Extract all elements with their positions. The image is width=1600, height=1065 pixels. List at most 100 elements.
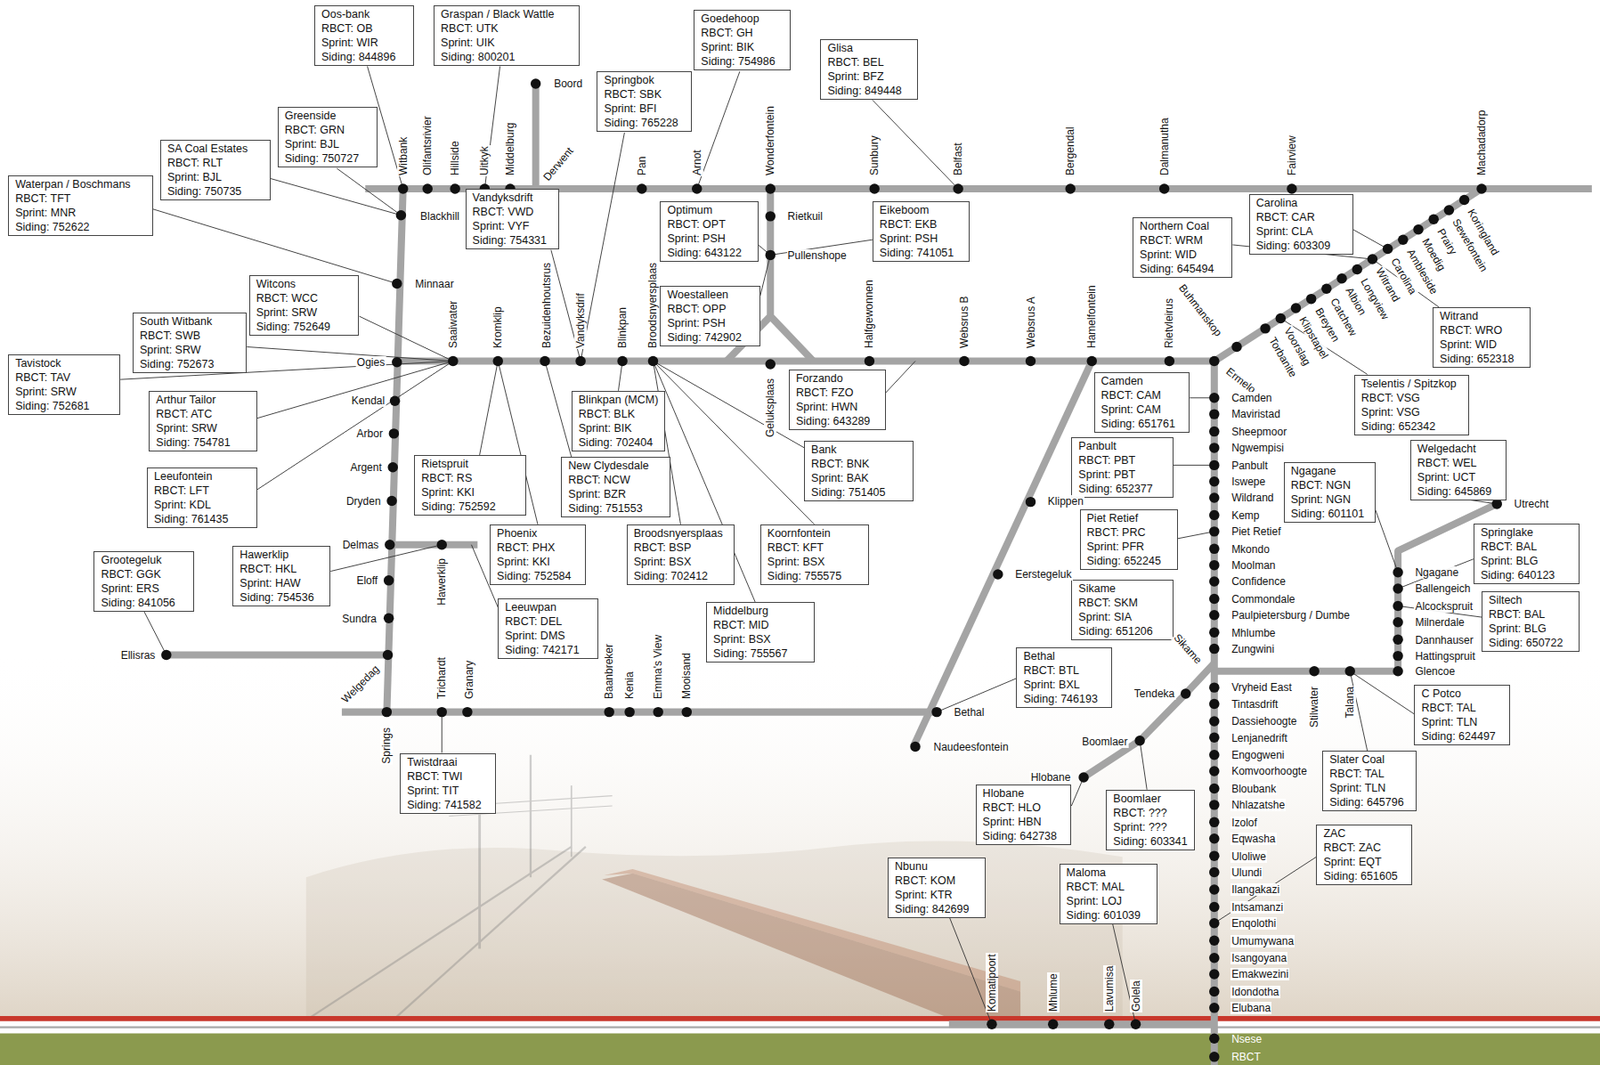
siding-code: RBCT: LFT bbox=[154, 483, 251, 498]
siding-code: Siding: 754536 bbox=[239, 590, 324, 605]
siding-code: Siding: 752584 bbox=[496, 568, 579, 584]
siding-name: SA Coal Estates bbox=[167, 141, 264, 156]
siding-code: RBCT: RLT bbox=[167, 155, 264, 171]
station-label: Pan bbox=[635, 155, 649, 177]
station-label: Stilwater bbox=[1307, 685, 1321, 729]
station-label: Eloff bbox=[355, 574, 379, 587]
station-label: Maviristad bbox=[1230, 407, 1282, 421]
siding-name: Northern Coal bbox=[1139, 219, 1226, 234]
siding-box: New ClydesdaleRBCT: NCWSprint: BZRSiding… bbox=[560, 456, 671, 518]
siding-code: RBCT: TAL bbox=[1329, 766, 1409, 781]
siding-code: RBCT: HKL bbox=[239, 561, 324, 577]
siding-code: RBCT: WCC bbox=[256, 291, 353, 306]
station-label: Bergendal bbox=[1063, 126, 1077, 178]
siding-code: Sprint: PSH bbox=[666, 316, 753, 331]
siding-name: Eikeboom bbox=[879, 203, 963, 218]
station-label: Mhlume bbox=[1047, 972, 1060, 1013]
siding-name: New Clydesdale bbox=[568, 458, 664, 473]
siding-code: Siding: 752649 bbox=[256, 319, 353, 334]
siding-name: Sikame bbox=[1078, 581, 1167, 596]
station-label: Hillside bbox=[448, 140, 462, 178]
siding-box: OptimumRBCT: OPTSprint: PSHSiding: 64312… bbox=[659, 201, 758, 262]
station-label: Emma's View bbox=[651, 633, 665, 700]
siding-code: Siding: 800201 bbox=[440, 49, 573, 65]
station-label: Sundra bbox=[341, 612, 378, 626]
siding-name: Graspan / Black Wattle bbox=[440, 7, 573, 22]
siding-code: RBCT: ZAC bbox=[1323, 840, 1406, 855]
station-label: Isangoyana bbox=[1230, 951, 1288, 965]
siding-box: RietspruitRBCT: RSSprint: KKISiding: 752… bbox=[414, 454, 527, 516]
station-label: Baanbreker bbox=[602, 642, 616, 700]
station-label: Moolman bbox=[1230, 559, 1276, 572]
siding-box: SiltechRBCT: BALSprint: BLGSiding: 65072… bbox=[1481, 591, 1580, 652]
siding-box: Tselentis / SpitzkopRBCT: VSGSprint: VSG… bbox=[1354, 374, 1471, 436]
siding-code: Sprint: PBT bbox=[1078, 467, 1167, 482]
siding-code: Siding: 640123 bbox=[1480, 568, 1573, 583]
siding-code: RBCT: ATC bbox=[155, 406, 250, 422]
siding-code: Sprint: BXL bbox=[1023, 677, 1105, 692]
siding-code: Sprint: WIR bbox=[321, 35, 407, 50]
station-label: Blackhill bbox=[419, 210, 461, 223]
siding-box: NbunuRBCT: KOMSprint: KTRSiding: 842699 bbox=[887, 857, 986, 918]
siding-code: Siding: 754781 bbox=[155, 435, 250, 450]
siding-code: Sprint: HAW bbox=[239, 576, 324, 591]
siding-box: EikeboomRBCT: EKBSprint: PSHSiding: 7410… bbox=[872, 201, 970, 262]
siding-code: Sprint: LOJ bbox=[1066, 893, 1151, 909]
siding-name: Broodsnyersplaas bbox=[633, 526, 728, 541]
siding-name: Camden bbox=[1101, 373, 1184, 389]
station-label: Alcockspruit bbox=[1413, 600, 1474, 613]
station-label: Ulundi bbox=[1230, 866, 1263, 879]
station-label: Olifantsrivier bbox=[421, 115, 434, 178]
siding-box: Slater CoalRBCT: TALSprint: TLNSiding: 6… bbox=[1322, 750, 1416, 812]
siding-name: Koornfontein bbox=[767, 526, 863, 541]
siding-code: RBCT: TFT bbox=[15, 191, 147, 206]
station-label: Springs bbox=[380, 726, 393, 765]
station-label: Bethal bbox=[952, 706, 985, 719]
station-label: Wildrand bbox=[1230, 491, 1275, 504]
station-label: Lavumisa bbox=[1103, 965, 1116, 1013]
station-label: Iswepe bbox=[1230, 475, 1267, 488]
siding-name: Slater Coal bbox=[1329, 752, 1409, 767]
siding-code: Sprint: BLG bbox=[1488, 621, 1573, 636]
station-label: Uloliwe bbox=[1230, 850, 1268, 863]
station-label: Geluksplaas bbox=[763, 377, 777, 439]
siding-name: Maloma bbox=[1066, 865, 1151, 880]
station-label: Kromklip bbox=[491, 305, 504, 350]
siding-code: Sprint: BSX bbox=[767, 554, 863, 569]
station-label: Idondotha bbox=[1230, 985, 1280, 999]
station-label: Tendeka bbox=[1133, 687, 1176, 700]
siding-code: Sprint: WID bbox=[1139, 247, 1226, 262]
siding-code: Sprint: CAM bbox=[1101, 402, 1184, 417]
siding-code: Siding: 643289 bbox=[795, 414, 879, 429]
siding-name: Boomlaer bbox=[1112, 791, 1187, 806]
siding-code: Siding: 643122 bbox=[666, 245, 751, 260]
siding-box: C PotcoRBCT: TALSprint: TLNSiding: 62449… bbox=[1413, 684, 1511, 746]
station-label: Zungwini bbox=[1230, 642, 1276, 656]
station-label: Tintasdrift bbox=[1230, 698, 1279, 711]
station-label: Piet Retief bbox=[1230, 525, 1282, 538]
siding-code: Sprint: TLN bbox=[1329, 780, 1409, 796]
station-label: Elubana bbox=[1230, 1001, 1272, 1015]
siding-code: Siding: 652245 bbox=[1087, 553, 1171, 569]
station-label: Derwent bbox=[540, 143, 577, 184]
siding-code: Sprint: KDL bbox=[154, 497, 251, 512]
siding-code: Siding: 601039 bbox=[1066, 908, 1151, 923]
siding-code: RBCT: BAL bbox=[1488, 607, 1573, 622]
siding-name: Optimum bbox=[666, 203, 751, 218]
siding-code: Siding: 750735 bbox=[167, 184, 264, 199]
siding-code: Siding: 603341 bbox=[1112, 834, 1187, 849]
station-label: Witbank bbox=[397, 136, 410, 177]
station-label: Granary bbox=[462, 659, 476, 700]
siding-code: RBCT: BTL bbox=[1023, 663, 1105, 678]
station-label: Milnerdale bbox=[1413, 616, 1465, 629]
siding-code: Siding: 741051 bbox=[879, 245, 963, 260]
siding-code: Siding: 752622 bbox=[15, 219, 147, 235]
station-label: Argent bbox=[349, 461, 382, 474]
siding-code: Siding: 652377 bbox=[1078, 481, 1167, 496]
siding-code: Sprint: TLN bbox=[1421, 714, 1503, 730]
siding-code: Siding: 651761 bbox=[1101, 416, 1184, 431]
siding-box: WoestalleenRBCT: OPPSprint: PSHSiding: 7… bbox=[659, 285, 760, 347]
siding-code: RBCT: BNK bbox=[811, 456, 907, 472]
siding-code: Siding: 755575 bbox=[767, 568, 863, 584]
siding-code: Siding: 761435 bbox=[154, 511, 251, 527]
